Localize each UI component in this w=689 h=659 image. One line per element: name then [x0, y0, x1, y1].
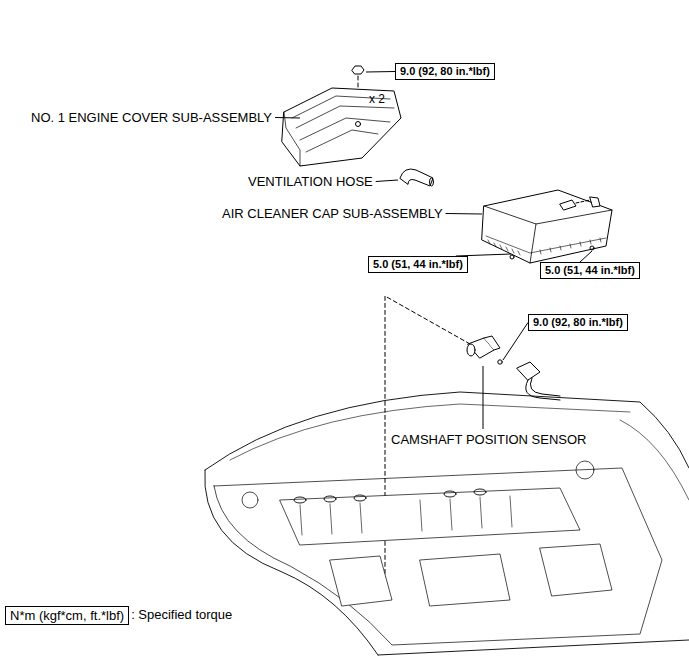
part-name: CAMSHAFT POSITION SENSOR — [391, 432, 587, 447]
hood-edge — [205, 392, 689, 470]
reservoir-cap — [576, 461, 594, 479]
leader-line — [446, 213, 482, 215]
engine-cover — [282, 88, 401, 166]
air-cleaner-cap — [482, 190, 612, 263]
cap-ribs — [486, 236, 606, 255]
ventilation-hose — [400, 169, 434, 186]
sensor-tip — [467, 344, 475, 356]
leader-line — [376, 180, 398, 182]
leader-line — [503, 323, 528, 361]
cap-port — [560, 200, 576, 210]
torque-spec-box: 5.0 (51, 44 in.*lbf) — [368, 256, 468, 273]
cylinder-head — [280, 488, 580, 545]
strut-top — [242, 492, 258, 508]
legend-text: : Specified torque — [131, 607, 232, 622]
ventilation-hose — [400, 169, 433, 186]
coil-top — [354, 495, 366, 501]
sensor-drawing — [467, 336, 560, 400]
coil-top — [324, 496, 336, 502]
coil-top — [474, 489, 486, 495]
legend-unit-box: N*m (kgf*cm, ft.*lbf) — [5, 606, 129, 625]
part-name: NO. 1 ENGINE COVER SUB-ASSEMBLY — [31, 110, 272, 125]
engine-bay — [214, 468, 662, 645]
engine-block — [420, 554, 510, 606]
coil-top — [294, 497, 306, 503]
sensor-bolt — [498, 360, 502, 364]
quantity-label: x 2 — [369, 92, 385, 107]
air-cleaner-cap — [482, 190, 612, 263]
node-text: 9.0 (92, 80 in.*lbf) — [533, 316, 623, 329]
node-text: 5.0 (51, 44 in.*lbf) — [373, 258, 463, 271]
vehicle-outline — [205, 392, 689, 655]
nut-symbol — [352, 66, 364, 74]
windshield-edge — [620, 420, 689, 500]
node-text: 5.0 (51, 44 in.*lbf) — [545, 264, 635, 277]
part-name: AIR CLEANER CAP SUB-ASSEMBLY — [222, 206, 443, 221]
leader-line — [483, 366, 484, 429]
torque-spec-box: 9.0 (92, 80 in.*lbf) — [395, 63, 495, 80]
air-cleaner-case — [330, 556, 392, 606]
bumper — [378, 640, 689, 655]
dashed-guide — [576, 200, 590, 203]
node-text: 9.0 (92, 80 in.*lbf) — [400, 65, 490, 78]
connector-plug — [517, 362, 540, 380]
hood-inner — [230, 404, 630, 460]
bolt-hole — [356, 122, 361, 127]
leader-line — [366, 71, 395, 73]
clamp-screw — [510, 255, 514, 259]
coil-top — [444, 491, 456, 497]
cover-edge — [284, 112, 300, 166]
engine-cover — [282, 88, 401, 166]
hose-end — [430, 178, 434, 186]
torque-spec-box: 9.0 (92, 80 in.*lbf) — [528, 314, 628, 331]
ignition-coils — [300, 496, 512, 535]
node-text: N*m (kgf*cm, ft.*lbf) — [10, 608, 124, 623]
leader-line — [580, 251, 592, 262]
hose-fitting — [590, 197, 600, 207]
torque-spec-box: 5.0 (51, 44 in.*lbf) — [540, 262, 640, 279]
part-name: VENTILATION HOSE — [248, 174, 373, 189]
clamp-screw — [590, 246, 594, 250]
battery — [540, 544, 612, 596]
sensor-flange — [484, 336, 500, 350]
leader-line — [275, 117, 300, 119]
